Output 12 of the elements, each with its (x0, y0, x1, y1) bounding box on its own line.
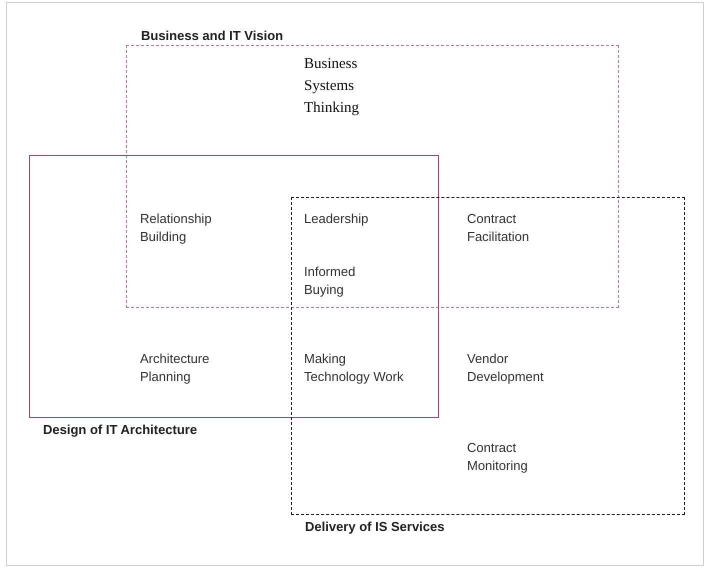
region-heading: Delivery of IS Services (305, 518, 444, 536)
area-label: Vendor Development (467, 350, 545, 386)
region-heading: Design of IT Architecture (43, 421, 198, 439)
area-label: Relationship Building (140, 210, 213, 246)
area-label: Informed Buying (304, 263, 356, 299)
region-heading: Business and IT Vision (141, 27, 284, 45)
area-label: Leadership (304, 210, 370, 228)
area-label: Business Systems Thinking (304, 55, 360, 118)
area-label: Contract Facilitation (467, 210, 530, 246)
area-label: Architecture Planning (140, 350, 210, 386)
area-label: Making Technology Work (304, 350, 404, 386)
area-label: Contract Monitoring (467, 439, 529, 475)
